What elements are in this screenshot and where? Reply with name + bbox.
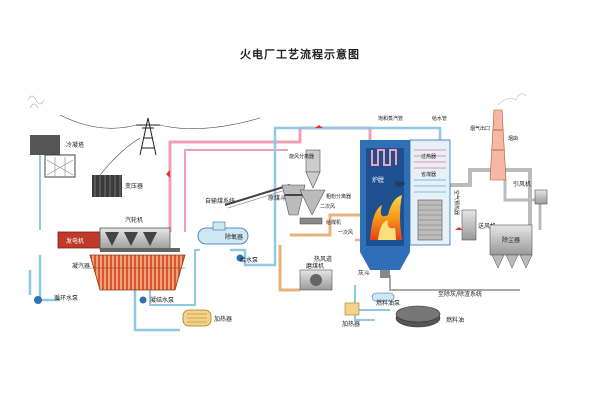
dust-collector [489,224,533,269]
cooling-tower-label: 冷凝塔 [66,141,84,149]
secondary-air-label: 二次风 [320,203,335,210]
deaerator-label: 除氧器 [225,233,243,241]
hot-air-duct [290,213,360,237]
main-steam-pipe [168,126,372,232]
coal-hopper [281,184,306,216]
induced-fan-label: 引风机 [513,180,531,188]
coal-mill-label: 磨煤机 [306,262,324,270]
hot-air-label: 热风道 [314,255,332,263]
boiler-label: 锅炉 [395,181,405,188]
separator-label: 旋风分离器 [289,153,314,160]
coal-feeder-label: 给煤机 [326,219,341,226]
forced-fan [461,209,477,241]
feed-pump [236,254,244,262]
circ-pump [34,296,42,304]
coal-hopper-label: 原煤斗 [268,194,286,202]
water-pipe-label: 给水管 [432,115,447,122]
transmission-tower [59,114,261,176]
transformer-label: 变压器 [125,182,143,190]
coal-system-label: 自输煤系统 [205,197,235,205]
generator-label: 发电机 [66,237,84,245]
economizer-label: 省煤器 [421,171,436,178]
fuel-oil-tank [395,305,441,328]
condenser [89,254,186,291]
heater-bottom-label: 加热器 [342,320,360,328]
flow-arrow [455,227,463,230]
ash-system-label: 至除灰/除渣系统 [438,290,482,298]
coal-mill [299,269,333,291]
fuel-pump [371,292,395,302]
fuel-oil-label: 燃料油 [446,316,464,324]
condenser-label: 凝汽器 [72,262,90,270]
pulverized-label: 粗粉分离器 [326,193,351,200]
boiler [360,140,410,270]
cond-pump [139,296,147,304]
flue-gas-label: 烟气出口 [470,125,490,132]
deaerator [197,221,249,245]
cyclone-separator [305,149,321,189]
steam-return-pipe [184,149,288,232]
cooling-tower [27,95,76,178]
furnace-label: 炉膛 [372,176,384,184]
ash-conveyor [389,275,520,291]
flue-duct [450,168,532,225]
feed-pump-label: 给水泵 [240,256,258,264]
air-preheater [417,199,443,241]
coal-conveyor [224,184,293,209]
heater-left [182,309,212,327]
flow-arrow [315,125,323,128]
flue-duct-2 [503,180,542,230]
pulverized-separator [299,189,326,216]
primary-air-label: 一次风 [338,229,353,236]
fan-label: 送风机 [478,222,496,230]
dust-collector-label: 除尘器 [502,236,520,244]
flow-arrow [166,170,170,178]
feedwater-pipe [230,126,442,267]
heater-left-label: 加热器 [214,315,232,323]
diagram-title: 火电厂工艺流程示意图 [240,48,360,61]
circ-pump-label: 循环水泵 [54,294,78,302]
steam-pipe-label: 饱和蒸汽管 [378,115,403,122]
fuel-pump-label: 燃料油泵 [376,299,400,307]
ash-hopper [380,270,390,278]
circ-water-pipe [28,255,60,302]
coal-feeder [299,217,323,225]
superheater-label: 过热器 [421,153,436,160]
heater-bottom [344,302,360,316]
air-preheater-label: 空气预热器 [453,190,460,215]
turbine-label: 汽轮机 [125,216,143,224]
condensate-pipe-2 [149,249,200,306]
turbine [99,227,180,252]
cond-pump-label: 凝结水泵 [150,296,174,304]
condensate-pipe [133,290,180,332]
chimney-label: 烟囱 [508,135,518,142]
induced-fan [534,189,548,205]
hot-air-duct-2 [278,245,300,292]
chimney [489,93,527,181]
transformer [92,175,122,197]
ash-hopper-label: 灰斗 [358,269,370,277]
